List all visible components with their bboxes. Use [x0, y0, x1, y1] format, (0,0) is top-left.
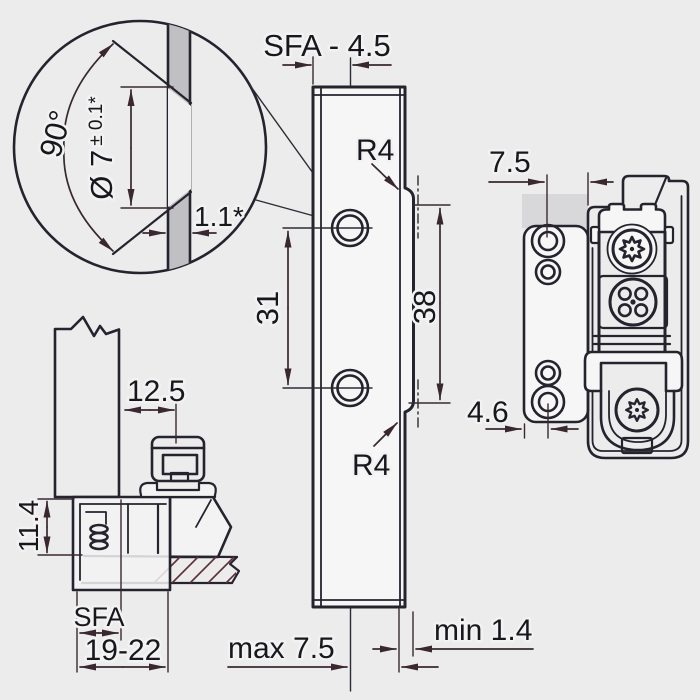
cam-housing	[597, 274, 669, 330]
arm-cross-strap	[583, 350, 684, 393]
dimension-min-gap: min 1.4	[372, 611, 535, 657]
angle-label: 90°	[33, 107, 79, 161]
dimension-cup-distance: 12.5	[124, 373, 188, 444]
arm-top-cap	[597, 202, 667, 234]
fixing-screw-icon	[614, 387, 660, 433]
seat-bottom-window	[620, 436, 654, 455]
wedge-inner-line	[195, 499, 212, 528]
dimension-hole-offset: 7.5	[487, 144, 614, 238]
dimension-cup-depth: 11.4	[11, 497, 83, 556]
dimension-sfa-top: SFA - 4.5	[261, 26, 393, 85]
side-panel-break	[228, 555, 241, 585]
radius-callout-bottom: R4	[350, 422, 398, 485]
dimension-edge-distance: 4.6	[465, 394, 579, 439]
sfa-top-label: SFA - 4.5	[263, 28, 391, 63]
min-label: min 1.4	[434, 614, 532, 647]
countersink-bore-cutout	[168, 88, 191, 207]
r4-bottom-leader	[373, 422, 398, 447]
screw-seat-outer	[599, 389, 676, 452]
detail-circle	[12, 19, 268, 275]
plate-hole-top	[330, 208, 370, 248]
r4-top-leader	[371, 163, 399, 190]
r4-bottom-label: R4	[352, 449, 390, 482]
dimension-edge-38: 38	[405, 204, 451, 404]
plate-screw-hole-top-large	[530, 223, 566, 259]
hinge-cup-interior	[79, 503, 167, 581]
flange-width-dimension: 1.1*	[142, 199, 246, 237]
drilling-label: 19-22	[85, 634, 162, 667]
diameter-label: Ø 7± 0.1*	[84, 96, 119, 200]
hinge-arm-wedge	[168, 495, 233, 559]
offset-label: 7.5	[489, 146, 531, 179]
countersink-cone-lower-line	[111, 190, 193, 256]
hinge-arm-assembly	[583, 202, 684, 455]
mounting-plate-front-view: SFA - 4.5 31 38 R4 R4 max 7.5	[226, 26, 535, 692]
dimension-hole-spacing-31: 31	[248, 230, 292, 386]
diameter-dimension: Ø 7± 0.1*	[82, 86, 174, 209]
plate-hole-bottom	[330, 368, 370, 408]
knuckle-insert	[161, 453, 199, 476]
hinge-side-view: 12.5 11.4 SFA 19-22	[11, 315, 241, 673]
plate-screw-hole-top-small	[534, 258, 562, 286]
angle-dimension-90: 90°	[30, 43, 114, 252]
knuckle-tab	[169, 471, 190, 483]
hinge-knuckle	[139, 435, 217, 499]
panel-cross-section	[166, 21, 192, 273]
dimension-drilling-range: 19-22	[79, 591, 169, 673]
plate-outline	[311, 85, 415, 609]
max-label: max 7.5	[228, 632, 335, 665]
screw-seat-inner	[608, 390, 667, 443]
angle-arc-lower	[63, 147, 114, 252]
dimension-sfa-side: SFA	[71, 499, 127, 673]
knuckle-flange	[139, 481, 217, 499]
edge-distance-label: 4.6	[467, 396, 509, 429]
cam-adjustment-screw-icon	[608, 277, 658, 327]
cabinet-shadow-strip	[522, 194, 588, 228]
door-panel-section	[53, 315, 121, 499]
dim31-label: 31	[250, 291, 285, 325]
radius-callout-top: R4	[354, 132, 399, 190]
hinge-mounted-view: 7.5 4.6	[465, 144, 690, 460]
dim125-label: 12.5	[127, 375, 185, 408]
dimension-max-overlay: max 7.5	[226, 608, 439, 673]
height-adjustment-screw-icon	[611, 228, 653, 270]
dim38-label: 38	[407, 290, 442, 324]
spring-coil	[89, 539, 109, 551]
sfa-side-label: SFA	[73, 602, 124, 632]
flange-width-label: 1.1*	[194, 201, 244, 232]
dim114-label: 11.4	[13, 500, 44, 552]
angle-arc-upper	[63, 43, 114, 149]
r4-top-label: R4	[356, 134, 394, 167]
countersink-cone-upper-line	[111, 39, 193, 105]
